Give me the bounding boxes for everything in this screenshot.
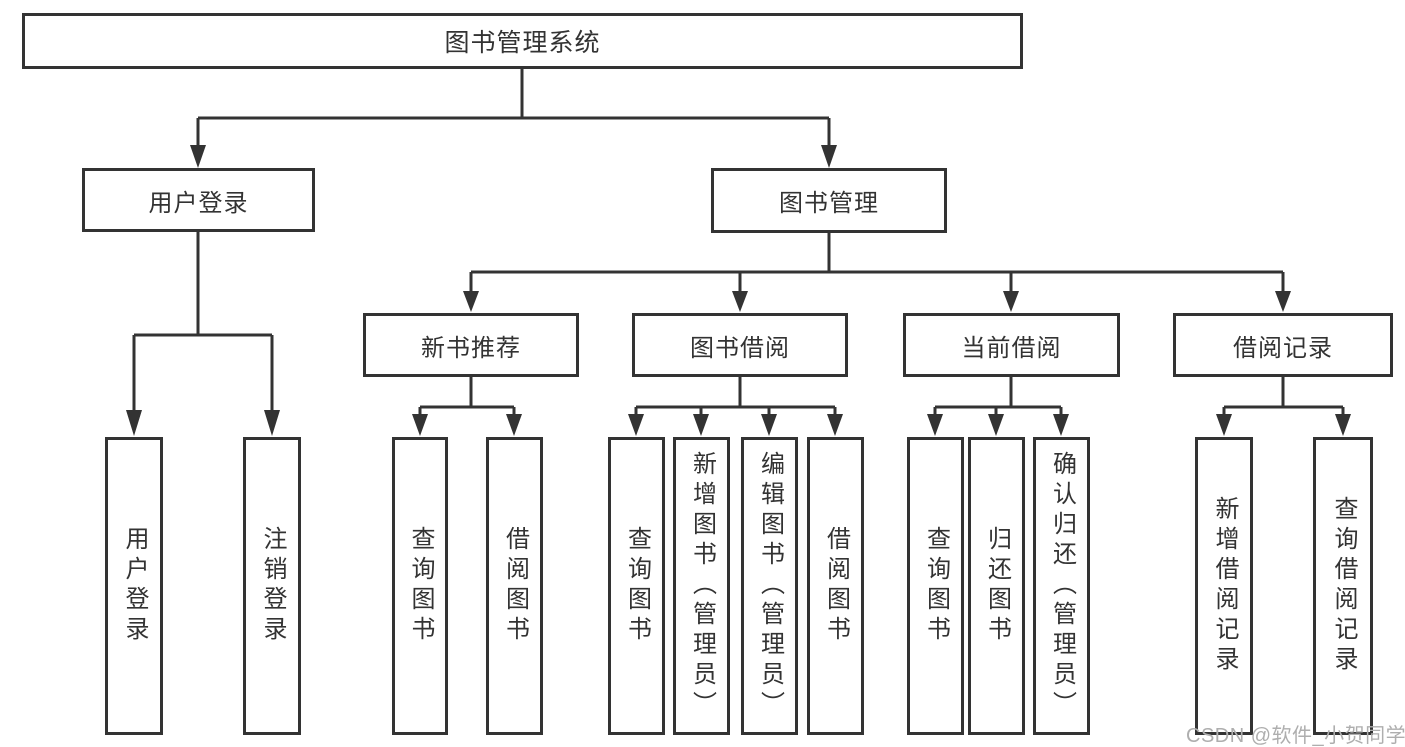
node-book-management: 图书管理 — [711, 168, 947, 233]
leaf-confirm-return-admin: 确认归还（管理员） — [1033, 437, 1090, 735]
node-book-borrow: 图书借阅 — [632, 313, 848, 377]
leaf-logout-label: 注销登录 — [259, 526, 286, 646]
node-user-login-label: 用户登录 — [148, 189, 249, 217]
leaf-edit-books-admin-label: 编辑图书（管理员） — [756, 451, 784, 721]
node-current-borrow-label: 当前借阅 — [961, 334, 1062, 362]
leaf-borrow-books-1: 借阅图书 — [486, 437, 543, 735]
node-new-book-recommend-label: 新书推荐 — [421, 334, 521, 362]
leaf-user-login-label: 用户登录 — [121, 526, 148, 646]
leaf-query-books-3-label: 查询图书 — [922, 526, 950, 646]
leaf-add-books-admin: 新增图书（管理员） — [673, 437, 730, 735]
node-user-login: 用户登录 — [82, 168, 315, 232]
leaf-add-borrow-record-label: 新增借阅记录 — [1211, 496, 1238, 676]
leaf-query-books-1: 查询图书 — [392, 437, 448, 735]
node-book-borrow-label: 图书借阅 — [690, 334, 790, 362]
leaf-query-books-2: 查询图书 — [608, 437, 665, 735]
leaf-return-books: 归还图书 — [968, 437, 1025, 735]
leaf-borrow-books-2-label: 借阅图书 — [822, 526, 850, 646]
leaf-query-books-2-label: 查询图书 — [623, 526, 651, 646]
node-root-label: 图书管理系统 — [444, 29, 601, 57]
csdn-watermark: CSDN @软件_小贺同学 — [1186, 725, 1405, 747]
leaf-query-books-3: 查询图书 — [907, 437, 964, 735]
leaf-borrow-books-1-label: 借阅图书 — [501, 526, 529, 646]
leaf-query-borrow-record-label: 查询借阅记录 — [1330, 496, 1357, 676]
leaf-logout: 注销登录 — [243, 437, 301, 735]
leaf-add-borrow-record: 新增借阅记录 — [1195, 437, 1253, 735]
leaf-edit-books-admin: 编辑图书（管理员） — [741, 437, 798, 735]
leaf-query-borrow-record: 查询借阅记录 — [1313, 437, 1373, 735]
node-borrow-records: 借阅记录 — [1173, 313, 1393, 377]
connector-path — [132, 69, 1345, 416]
leaf-borrow-books-2: 借阅图书 — [807, 437, 864, 735]
leaf-return-books-label: 归还图书 — [983, 526, 1011, 646]
node-book-management-label: 图书管理 — [779, 190, 879, 217]
leaf-add-books-admin-label: 新增图书（管理员） — [688, 451, 716, 721]
leaf-query-books-1-label: 查询图书 — [407, 526, 434, 646]
node-new-book-recommend: 新书推荐 — [363, 313, 579, 377]
node-root: 图书管理系统 — [22, 13, 1023, 69]
leaf-confirm-return-admin-label: 确认归还（管理员） — [1048, 451, 1076, 721]
leaf-user-login: 用户登录 — [105, 437, 163, 735]
node-current-borrow: 当前借阅 — [903, 313, 1120, 377]
node-borrow-records-label: 借阅记录 — [1233, 334, 1333, 362]
